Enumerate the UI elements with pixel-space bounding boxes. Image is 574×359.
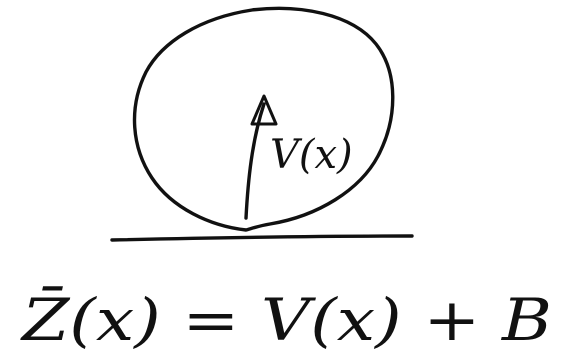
equation: Z̄(x) = V(x) + B bbox=[20, 285, 552, 354]
vector-label: V(x) bbox=[270, 132, 353, 178]
ground-line bbox=[110, 234, 414, 242]
vector-arrow-shaft bbox=[244, 102, 266, 220]
blob-outline bbox=[132, 6, 395, 232]
vector-arrowhead bbox=[250, 94, 278, 126]
